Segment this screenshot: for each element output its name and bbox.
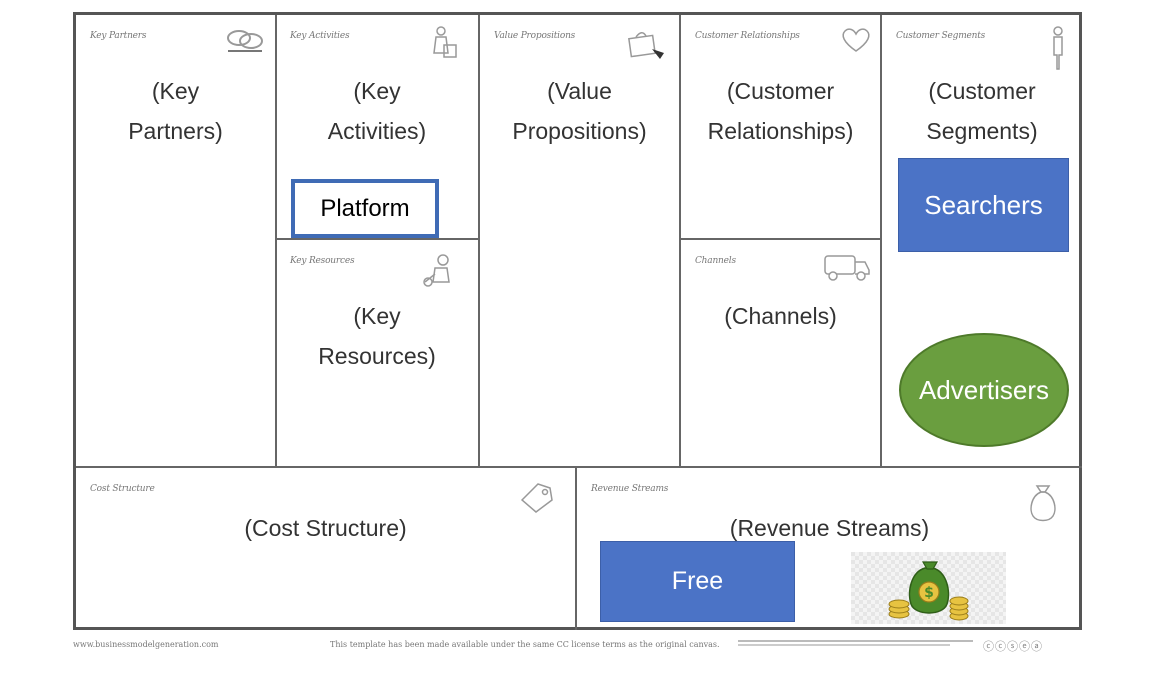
divider-value-relationships (679, 15, 681, 466)
divider-activities-resources (276, 238, 478, 240)
divider-cost-revenue (575, 466, 577, 630)
advertisers-oval: Advertisers (899, 333, 1069, 447)
cc-license-icons: ⓒⓒⓢⓔⓐ (983, 641, 1043, 653)
price-tag-icon (520, 483, 553, 513)
cost-structure-title: (Cost Structure) (244, 515, 407, 541)
heart-icon (842, 28, 870, 52)
divider-partners-activities (275, 15, 277, 466)
divider-relationships-channels (680, 238, 880, 240)
key-resources-label: Key Resources (290, 256, 355, 266)
divider-relationships-segments (880, 15, 882, 466)
key-activities-title: (Key Activities) (327, 78, 427, 144)
channels-label: Channels (695, 256, 736, 266)
customer-relationships-block: Customer Relationships (Customer Relatio… (681, 15, 880, 238)
key-partners-label: Key Partners (90, 31, 147, 41)
footer-license: This template has been made available un… (330, 640, 720, 649)
business-model-canvas: Key Partners (Key Partners) Key Activiti… (73, 12, 1082, 630)
person-icon (1053, 26, 1063, 70)
customer-segments-title: (Customer Segments) (926, 78, 1038, 144)
channels-title: (Channels) (724, 303, 837, 329)
key-partners-block: Key Partners (Key Partners) (76, 15, 275, 466)
key-partners-title: (Key Partners) (128, 78, 223, 144)
revenue-streams-title: (Revenue Streams) (729, 515, 930, 541)
revenue-streams-block: Revenue Streams (Revenue Streams) (577, 468, 1082, 630)
searchers-box: Searchers (898, 158, 1069, 252)
svg-text:$: $ (924, 585, 934, 601)
customer-relationships-label: Customer Relationships (695, 31, 800, 41)
customer-segments-label: Customer Segments (896, 31, 986, 41)
value-propositions-label: Value Propositions (494, 31, 576, 41)
gift-icon (628, 32, 664, 59)
footer-site: www.businessmodelgeneration.com (73, 640, 219, 649)
checklist-icon (433, 26, 457, 58)
cost-structure-block: Cost Structure (Cost Structure) (76, 468, 575, 630)
value-propositions-block: Value Propositions (Value Propositions) (480, 15, 679, 466)
customer-relationships-title: (Customer Relationships) (707, 78, 854, 144)
cost-structure-label: Cost Structure (90, 484, 155, 494)
value-propositions-title: (Value Propositions) (512, 78, 647, 144)
key-resources-block: Key Resources (Key Resources) (276, 240, 478, 466)
key-activities-label: Key Activities (290, 31, 350, 41)
divider-top-bottom (76, 466, 1082, 468)
money-bags-icon: $ (851, 552, 1006, 624)
footer-fine-print (738, 639, 973, 647)
channels-block: Channels (Channels) (681, 240, 880, 466)
key-resources-title: (Key Resources) (318, 303, 436, 369)
truck-icon (824, 255, 870, 281)
key-activities-block: Key Activities (Key Activities) (276, 15, 478, 238)
free-box: Free (600, 541, 795, 622)
platform-box: Platform (291, 179, 439, 238)
revenue-streams-label: Revenue Streams (591, 484, 669, 494)
money-bag-icon (1030, 485, 1056, 522)
divider-activities-value (478, 15, 480, 466)
chain-link-icon (227, 30, 263, 52)
customer-segments-block: Customer Segments (Customer Segments) (882, 15, 1082, 466)
worker-icon (423, 254, 450, 287)
